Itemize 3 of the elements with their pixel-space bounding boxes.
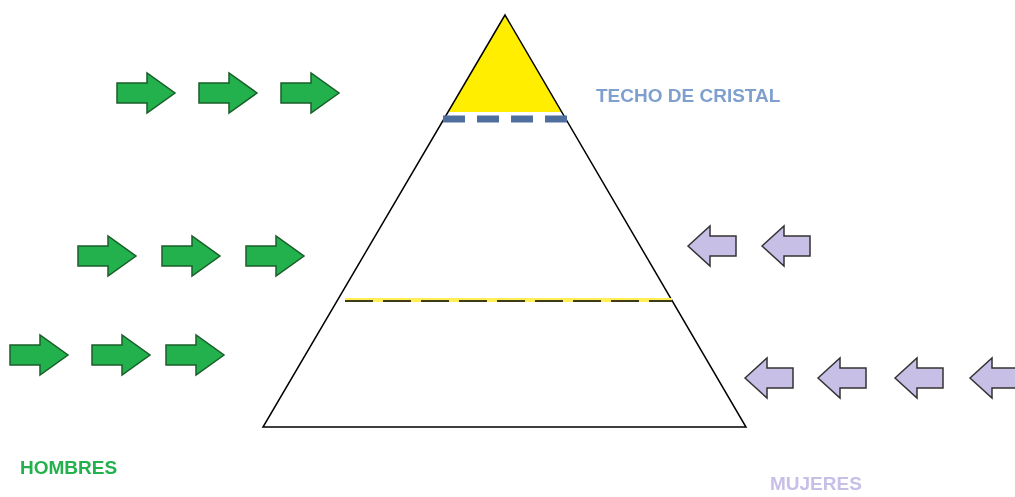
label-text: MUJERES (770, 474, 862, 493)
label-text: HOMBRES (20, 458, 118, 477)
label-text: TECHO DE CRISTAL (596, 86, 781, 105)
